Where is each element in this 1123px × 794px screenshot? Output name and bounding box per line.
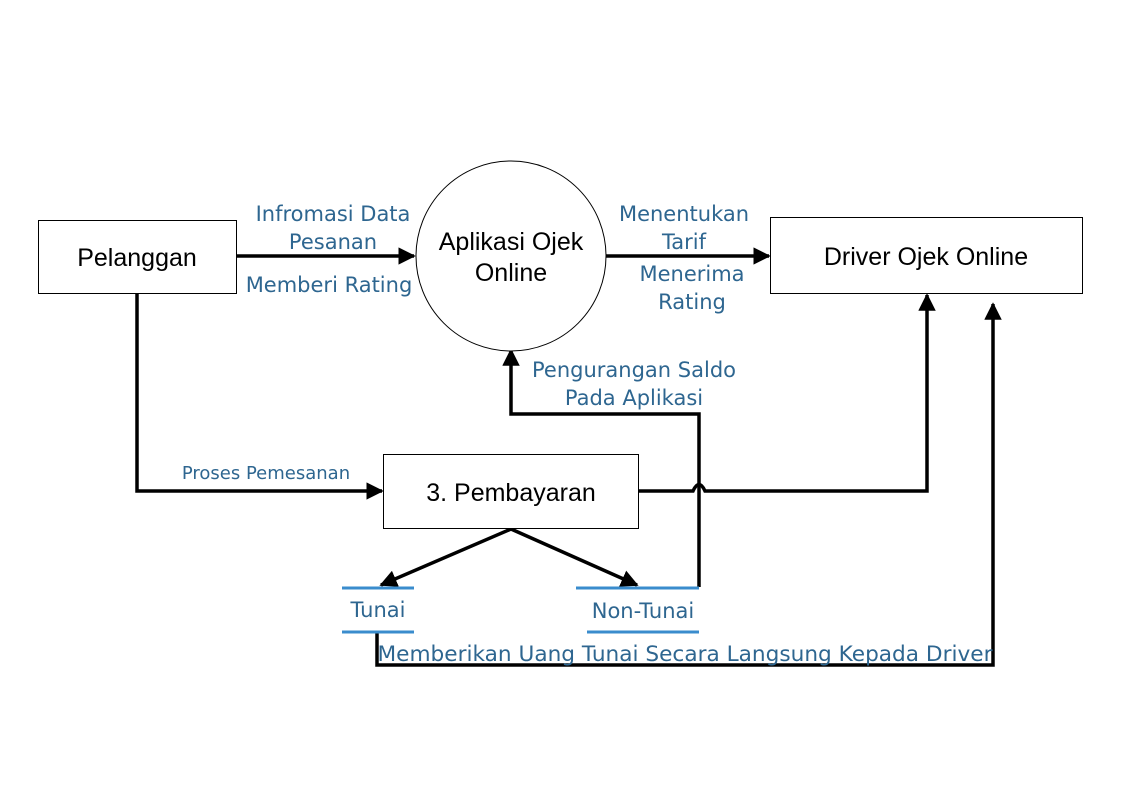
process-pembayaran-label: 3. Pembayaran [426,479,596,507]
store-tunai-label: Tunai [350,598,406,622]
entity-pelanggan-label: Pelanggan [77,244,197,272]
arrow-non-tunai-to-aplikasi [502,348,701,587]
flow-label-informasi-line2: Pesanan [289,230,377,254]
entity-driver: Driver Ojek Online [770,217,1083,294]
arrow-pembayaran-to-tunai [379,527,512,587]
process-aplikasi-label-line2: Online [475,259,547,287]
arrow-pelanggan-to-pembayaran [135,293,384,500]
flow-label-menerima-line2: Rating [658,290,726,314]
entity-driver-box [770,217,1083,294]
store-tunai: Tunai [342,586,414,634]
process-aplikasi: Aplikasi Ojek Online [415,160,607,352]
flow-label-pengurangan-line2: Pada Aplikasi [565,386,703,410]
arrow-pembayaran-to-non-tunai [510,527,639,587]
flow-label-proses-pemesanan: Proses Pemesanan [182,463,350,484]
flow-labels: Infromasi Data Pesanan Memberi Rating Me… [182,202,993,666]
arrow-tunai-to-driver [375,302,1002,667]
flow-label-menerima-line1: Menerima [639,262,744,286]
process-aplikasi-circle [415,160,607,352]
store-non-tunai: Non-Tunai [576,586,699,634]
flow-label-informasi-line1: Infromasi Data [256,202,411,226]
flow-connectors [135,247,1002,667]
entity-pelanggan-box [38,220,237,294]
process-pembayaran-box [383,454,639,529]
process-pembayaran: 3. Pembayaran [383,454,639,529]
flow-label-memberi-rating: Memberi Rating [246,273,413,297]
entity-driver-label: Driver Ojek Online [824,243,1028,271]
flow-label-pengurangan-line1: Pengurangan Saldo [532,358,736,382]
entity-pelanggan: Pelanggan [38,220,237,294]
flow-label-memberikan-uang: Memberikan Uang Tunai Secara Langsung Ke… [378,642,993,666]
process-aplikasi-label-line1: Aplikasi Ojek [439,228,584,256]
flow-label-menentukan-line2: Tarif [661,230,707,254]
flow-label-menentukan-line1: Menentukan [619,202,749,226]
store-non-tunai-label: Non-Tunai [592,599,694,623]
